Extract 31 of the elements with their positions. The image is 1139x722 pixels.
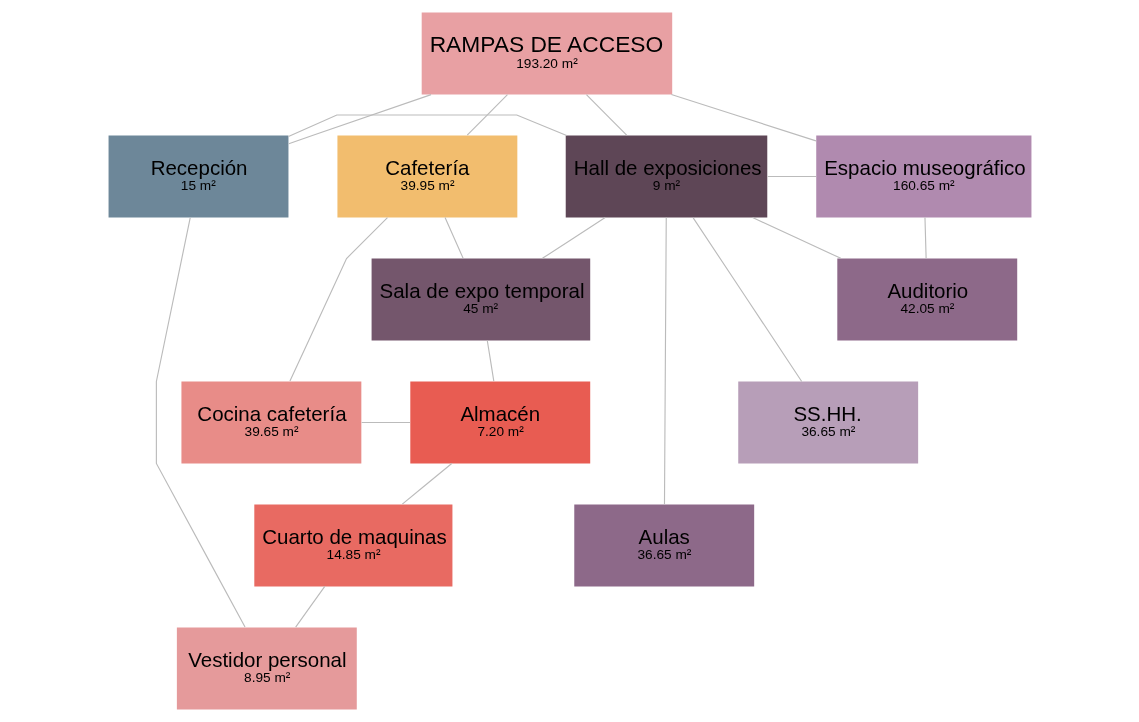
node-box: Vestidor personal 8.95 m²	[176, 627, 357, 710]
node-box: Auditorio 42.05 m²	[836, 258, 1017, 341]
connector	[294, 585, 325, 628]
connector	[486, 339, 494, 382]
node-box: RAMPAS DE ACCESO 193.20 m²	[421, 12, 672, 95]
connector	[923, 216, 927, 259]
node-box: Sala de expo temporal 45 m²	[371, 258, 590, 341]
node-box: Espacio museográfico 160.65 m²	[815, 135, 1031, 218]
connector	[663, 217, 667, 505]
connector	[155, 217, 246, 628]
node-box: Cafetería 39.95 m²	[336, 135, 517, 218]
connector	[287, 114, 567, 138]
connector	[541, 216, 606, 259]
connector	[401, 462, 452, 505]
connector	[466, 94, 508, 136]
node-box: Recepción 15 m²	[108, 135, 288, 218]
connector	[670, 94, 817, 142]
node-box: Almacén 7.20 m²	[409, 381, 590, 464]
connector	[287, 94, 432, 145]
connector	[585, 94, 627, 136]
node-box: Cuarto de maquinas 14.85 m²	[253, 504, 452, 587]
connector	[360, 421, 411, 424]
node-box: Cocina cafetería 39.65 m²	[180, 381, 361, 464]
connector	[692, 217, 802, 383]
node-box: SS.HH. 36.65 m²	[737, 381, 918, 464]
node-box: Aulas 36.65 m²	[573, 504, 754, 587]
connector	[288, 217, 388, 382]
node-box: Hall de exposiciones 9 m²	[565, 135, 767, 218]
connector	[766, 175, 817, 178]
connector	[444, 216, 464, 259]
connector	[751, 216, 841, 259]
